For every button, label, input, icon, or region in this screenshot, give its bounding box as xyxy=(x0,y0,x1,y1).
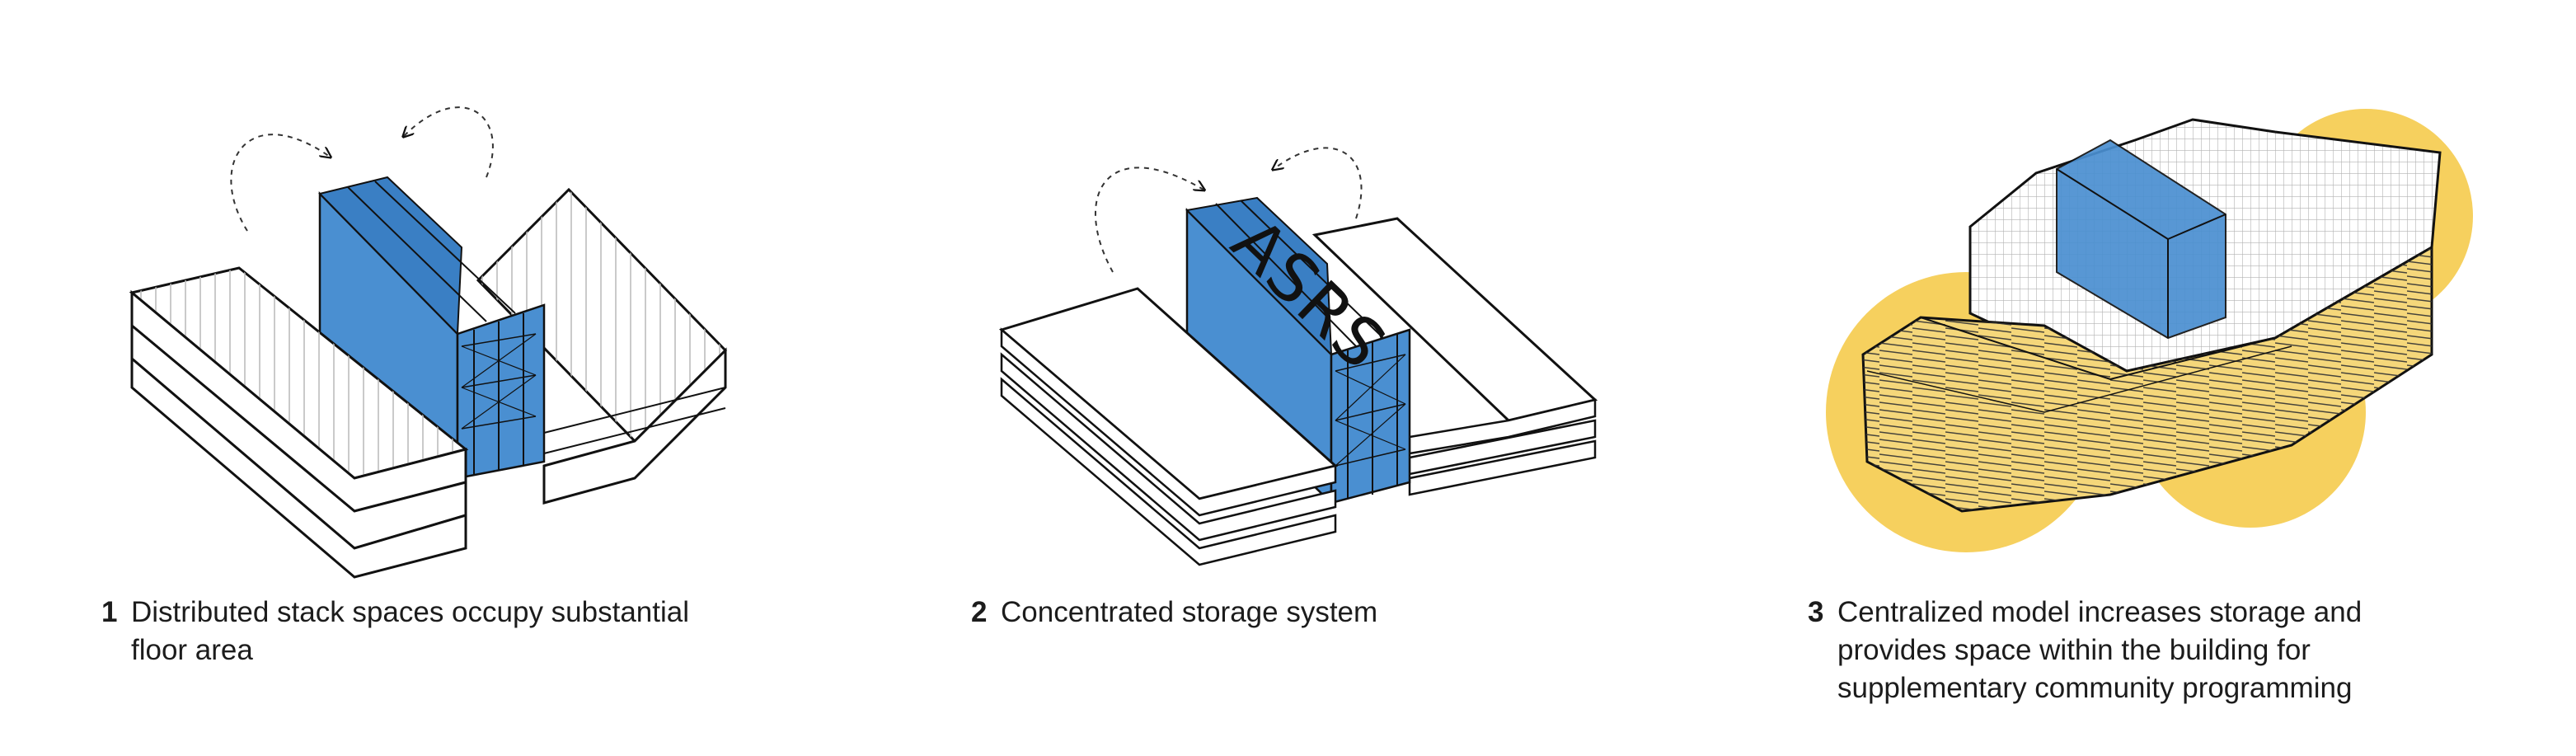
panel-3-caption-text: Centralized model increases storage and … xyxy=(1837,596,2363,704)
panel-3-number: 3 xyxy=(1808,596,1824,628)
dashed-arrow-left xyxy=(230,134,330,232)
panel-1-number: 1 xyxy=(101,596,118,628)
blue-storage-wall xyxy=(318,176,546,481)
floor-slabs-left xyxy=(998,287,1339,566)
library-building-massing xyxy=(1861,118,2442,513)
panel-1-illustration xyxy=(129,106,728,579)
stack-shelves-left xyxy=(129,266,469,579)
dashed-arrow-left xyxy=(1095,167,1204,273)
dashed-arrow-right xyxy=(1274,147,1363,219)
panel-3-caption: 3 Centralized model increases storage an… xyxy=(1808,594,2362,707)
panel-2-number: 2 xyxy=(971,596,988,628)
panel-2-caption: 2 Concentrated storage system xyxy=(971,594,1377,632)
panel-3-illustration xyxy=(1826,109,2473,552)
panel-2-caption-text: Concentrated storage system xyxy=(1001,596,1378,628)
dashed-arrow-right xyxy=(404,106,494,178)
panel-1-caption: 1 Distributed stack spaces occupy substa… xyxy=(101,594,689,669)
stack-shelves-right xyxy=(476,187,728,505)
floor-slabs-right xyxy=(1311,217,1598,496)
panel-2-illustration: ASRS xyxy=(998,147,1598,566)
asrs-storage-box xyxy=(2056,139,2226,340)
panel-1-caption-text: Distributed stack spaces occupy substant… xyxy=(131,596,689,666)
